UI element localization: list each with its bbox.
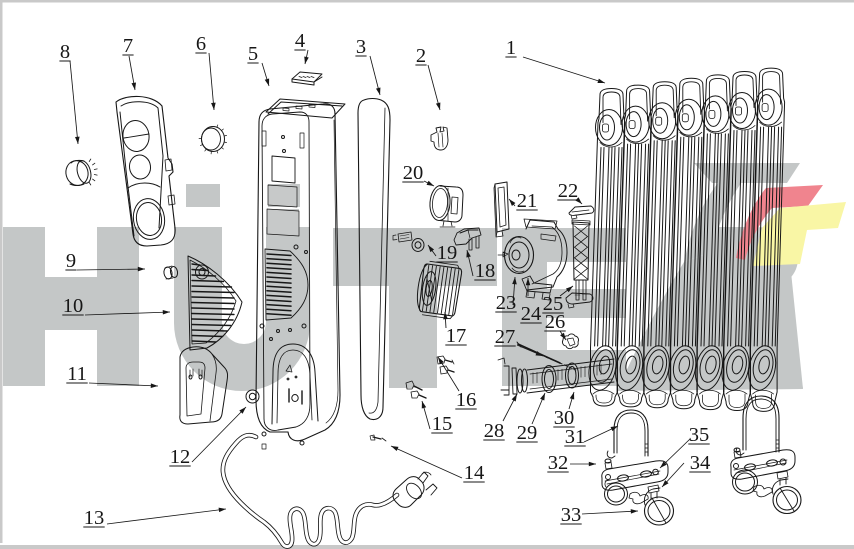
svg-text:18: 18 (475, 260, 496, 282)
svg-text:33: 33 (561, 504, 582, 526)
svg-text:2: 2 (416, 45, 426, 67)
svg-text:24: 24 (521, 303, 542, 325)
svg-text:23: 23 (496, 292, 517, 314)
svg-text:6: 6 (196, 33, 206, 55)
svg-text:29: 29 (517, 422, 538, 444)
svg-text:35: 35 (689, 424, 710, 446)
svg-text:17: 17 (446, 325, 467, 347)
svg-text:10: 10 (63, 295, 84, 317)
svg-text:31: 31 (565, 426, 586, 448)
svg-text:32: 32 (548, 452, 569, 474)
svg-text:34: 34 (690, 452, 711, 474)
svg-text:7: 7 (123, 35, 133, 57)
svg-text:30: 30 (554, 407, 575, 429)
svg-text:1: 1 (506, 37, 516, 59)
svg-text:28: 28 (484, 420, 505, 442)
svg-text:4: 4 (295, 30, 305, 52)
svg-text:26: 26 (545, 311, 566, 333)
svg-text:8: 8 (60, 41, 70, 63)
svg-text:27: 27 (495, 326, 516, 348)
svg-text:13: 13 (84, 507, 105, 529)
svg-text:12: 12 (170, 446, 191, 468)
svg-text:16: 16 (456, 389, 477, 411)
svg-text:22: 22 (558, 180, 579, 202)
svg-text:14: 14 (464, 462, 485, 484)
svg-text:5: 5 (248, 43, 258, 65)
svg-text:9: 9 (66, 250, 76, 272)
svg-text:20: 20 (403, 162, 424, 184)
svg-text:11: 11 (67, 363, 87, 385)
svg-text:3: 3 (356, 36, 366, 58)
svg-text:19: 19 (437, 242, 458, 264)
svg-text:25: 25 (543, 293, 564, 315)
svg-text:21: 21 (517, 190, 538, 212)
svg-text:15: 15 (432, 413, 453, 435)
